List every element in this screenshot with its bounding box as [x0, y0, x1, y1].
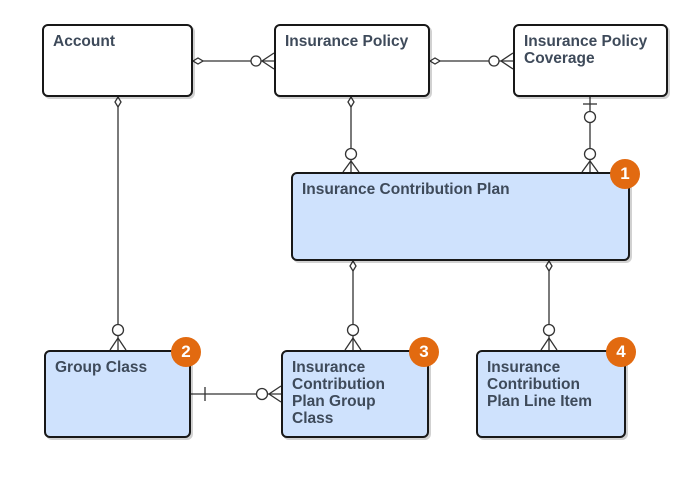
rel-plan-plangroupclass — [344, 259, 362, 351]
rel-coverage-plan — [581, 97, 599, 173]
diamond-end-icon — [191, 57, 205, 65]
diamond-end-icon — [347, 95, 355, 109]
crowfoot-many-icon — [499, 52, 514, 70]
entity-account[interactable]: Account — [42, 24, 193, 97]
crowfoot-many-icon — [260, 52, 275, 70]
rel-plan-lineitem — [540, 259, 558, 351]
zero-optional-icon — [542, 323, 556, 337]
crowfoot-many-icon — [342, 159, 360, 173]
crowfoot-many-icon — [267, 385, 282, 403]
diamond-end-icon — [349, 259, 357, 273]
entity-insurance-contribution-plan-label: Insurance Contribution Plan — [302, 181, 510, 198]
entity-insurance-contribution-plan[interactable]: Insurance Contribution Plan — [291, 172, 630, 261]
entity-plan-group-class[interactable]: Insurance Contribution Plan Group Class — [281, 350, 429, 438]
callout-badge-4: 4 — [606, 337, 636, 367]
entity-plan-line-item[interactable]: Insurance Contribution Plan Line Item — [476, 350, 626, 438]
zero-optional-icon — [488, 55, 500, 67]
zero-optional-icon — [346, 323, 360, 337]
zero-optional-icon — [583, 110, 597, 124]
entity-insurance-policy[interactable]: Insurance Policy — [274, 24, 430, 97]
entity-group-class-label: Group Class — [55, 359, 148, 376]
callout-badge-2: 2 — [171, 337, 201, 367]
callout-badge-3: 3 — [409, 337, 439, 367]
zero-optional-icon — [255, 387, 269, 401]
rel-groupclass-plangroupclass — [191, 385, 282, 403]
rel-policy-coverage — [428, 52, 514, 70]
entity-group-class[interactable]: Group Class — [44, 350, 191, 438]
rel-account-groupclass — [109, 95, 127, 351]
rel-policy-plan — [342, 95, 360, 173]
diamond-end-icon — [114, 95, 122, 109]
zero-optional-icon — [111, 323, 125, 337]
diamond-end-icon — [545, 259, 553, 273]
entity-account-label: Account — [53, 33, 115, 50]
zero-optional-icon — [250, 55, 262, 67]
entity-insurance-policy-coverage[interactable]: Insurance Policy Coverage — [513, 24, 668, 97]
entity-insurance-policy-label: Insurance Policy — [285, 33, 409, 50]
entity-plan-line-item-label: Insurance Contribution Plan Line Item — [487, 359, 593, 410]
entity-insurance-policy-coverage-label: Insurance Policy Coverage — [524, 33, 648, 67]
entity-plan-group-class-label: Insurance Contribution Plan Group Class — [292, 359, 385, 427]
rel-account-policy — [191, 52, 275, 70]
diamond-end-icon — [428, 57, 442, 65]
crowfoot-many-icon — [109, 336, 127, 351]
crowfoot-many-icon — [540, 336, 558, 351]
crowfoot-many-icon — [581, 159, 599, 173]
zero-optional-icon — [344, 147, 358, 161]
callout-badge-1: 1 — [610, 159, 640, 189]
crowfoot-many-icon — [344, 336, 362, 351]
zero-optional-icon — [583, 147, 597, 161]
